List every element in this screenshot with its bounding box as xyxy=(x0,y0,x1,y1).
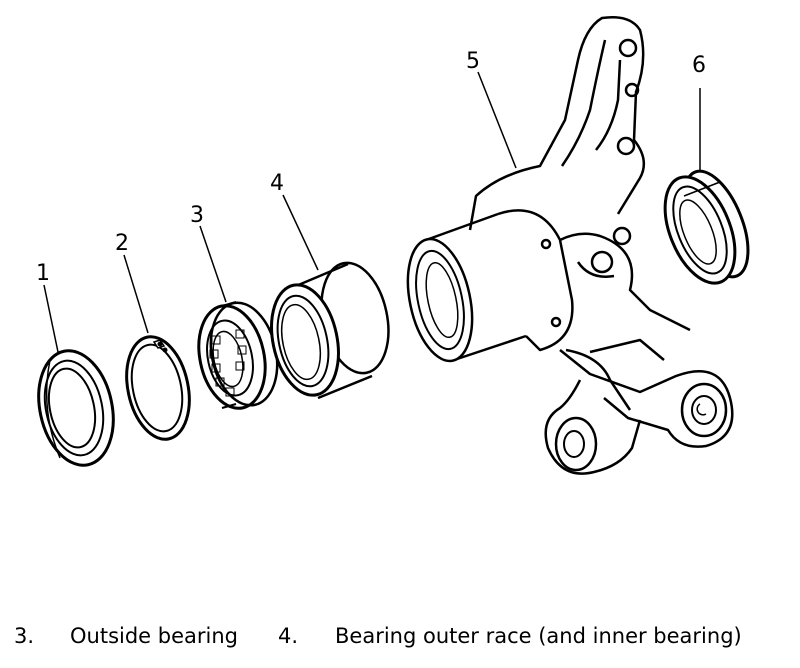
part-1-seal xyxy=(37,349,115,467)
callout-1: 1 xyxy=(36,261,50,286)
legend-caption: 3. Outside bearing 4. Bearing outer race… xyxy=(0,618,800,658)
callout-3: 3 xyxy=(190,203,204,228)
callout-2: 2 xyxy=(115,231,129,256)
part-6-inner-seal xyxy=(663,169,750,285)
leader-line-2 xyxy=(123,254,149,334)
leader-line-1 xyxy=(43,284,59,353)
callout-5: 5 xyxy=(466,49,480,74)
callout-6: 6 xyxy=(692,53,706,78)
part-3-outside-bearing xyxy=(197,301,279,410)
part-4-bearing-outer-race xyxy=(270,261,390,400)
legend-text-3: Outside bearing xyxy=(70,624,238,648)
legend-text-4: Bearing outer race (and inner bearing) xyxy=(335,624,742,648)
legend-number-3: 3. xyxy=(14,624,35,648)
part-2-snap-ring xyxy=(125,335,191,441)
callout-4: 4 xyxy=(270,171,284,196)
leader-line-4 xyxy=(282,194,319,271)
leader-line-3 xyxy=(199,225,227,303)
legend-number-4: 4. xyxy=(278,624,299,648)
leader-line-5 xyxy=(477,71,517,169)
part-5-steering-knuckle xyxy=(406,16,734,475)
